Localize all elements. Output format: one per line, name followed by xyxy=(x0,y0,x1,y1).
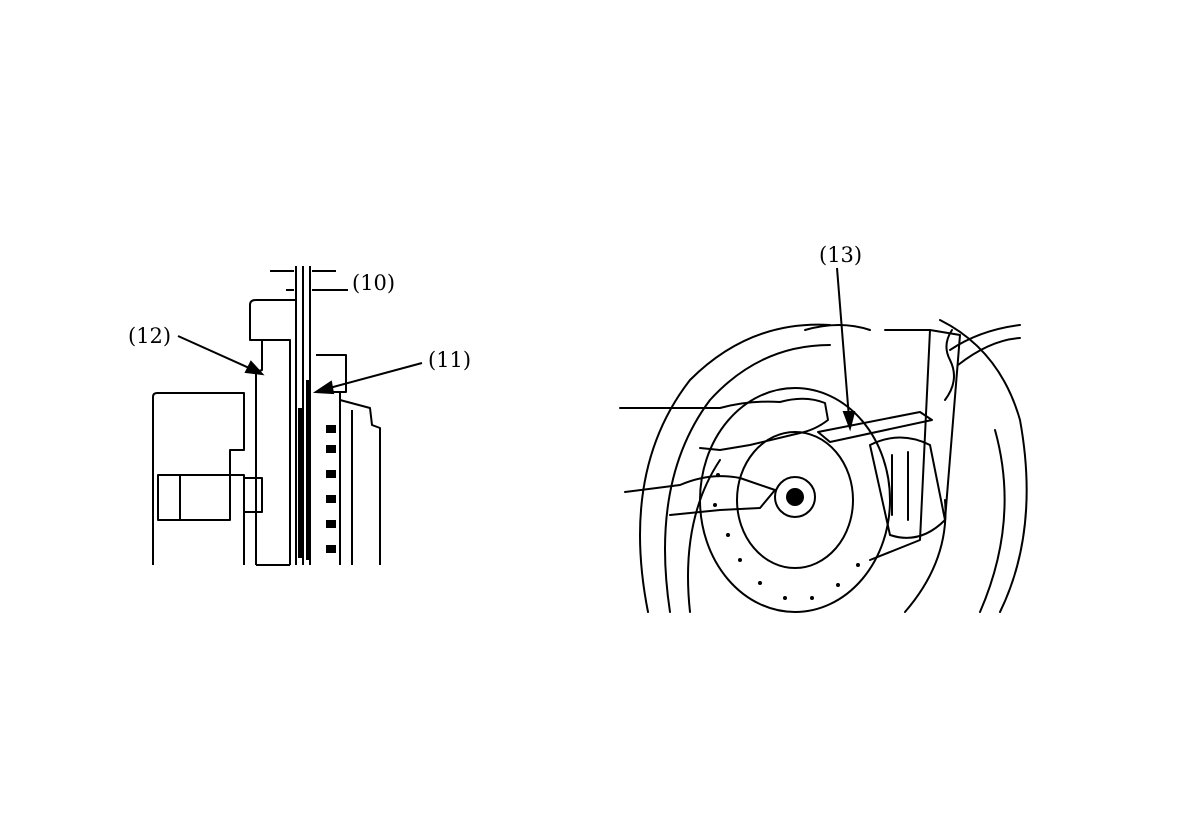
callout-10: (10) xyxy=(352,273,395,294)
disc-hole xyxy=(326,470,336,478)
leader-line-13 xyxy=(837,268,849,418)
wheel-measurement-drawing xyxy=(600,0,1191,839)
brake-hose xyxy=(945,330,954,400)
disc-hole xyxy=(726,533,730,537)
brake-disc-edge xyxy=(340,400,380,565)
disc-hole xyxy=(326,445,336,453)
disc-hole xyxy=(810,596,814,600)
fork-leg-edge xyxy=(930,330,960,520)
disc-hole xyxy=(758,581,762,585)
caliper-body-side xyxy=(316,392,340,565)
disc-rotor-strip xyxy=(298,408,303,558)
front-fender xyxy=(805,325,870,330)
caliper-bracket xyxy=(250,305,262,565)
caliper-pistons xyxy=(892,452,908,520)
disc-hole xyxy=(836,583,840,587)
disc-pad-strip xyxy=(306,380,310,560)
axle-center xyxy=(787,489,803,505)
disc-hole xyxy=(738,558,742,562)
disc-hole xyxy=(716,473,720,477)
axle-shaft xyxy=(158,475,230,520)
leader-arrowhead-11 xyxy=(316,382,333,393)
leader-line-11 xyxy=(322,363,422,390)
brake-disc-holes xyxy=(713,473,860,600)
callout-12: (12) xyxy=(128,326,171,347)
disc-hole xyxy=(783,596,787,600)
caliper-bracket-inner xyxy=(262,340,290,565)
fork-leg xyxy=(870,330,930,560)
disc-hole xyxy=(326,425,336,433)
disc-hole xyxy=(713,503,717,507)
disc-hole xyxy=(856,563,860,567)
tire-outer-right xyxy=(940,320,1027,612)
frame-line-lower xyxy=(958,338,1020,365)
leader-arrowhead-12 xyxy=(246,362,262,374)
caliper-cross-section-figure: (10) (12) (11) xyxy=(0,0,600,839)
caliper-bracket-top xyxy=(250,300,296,305)
leader-line-12 xyxy=(178,336,258,372)
callout-13: (13) xyxy=(819,245,862,266)
disc-hole xyxy=(326,495,336,503)
caliper-cross-section-drawing xyxy=(0,0,600,839)
disc-hole xyxy=(326,520,336,528)
disc-hole xyxy=(326,545,336,553)
callout-11: (11) xyxy=(428,350,471,371)
wheel-measurement-figure: (13) xyxy=(600,0,1191,839)
tire-inner-right xyxy=(980,430,1005,612)
axle-nut xyxy=(244,478,262,512)
tire-outer-left xyxy=(640,325,830,612)
tire-inner-left xyxy=(665,345,830,612)
wheel-rim-right xyxy=(905,500,946,612)
